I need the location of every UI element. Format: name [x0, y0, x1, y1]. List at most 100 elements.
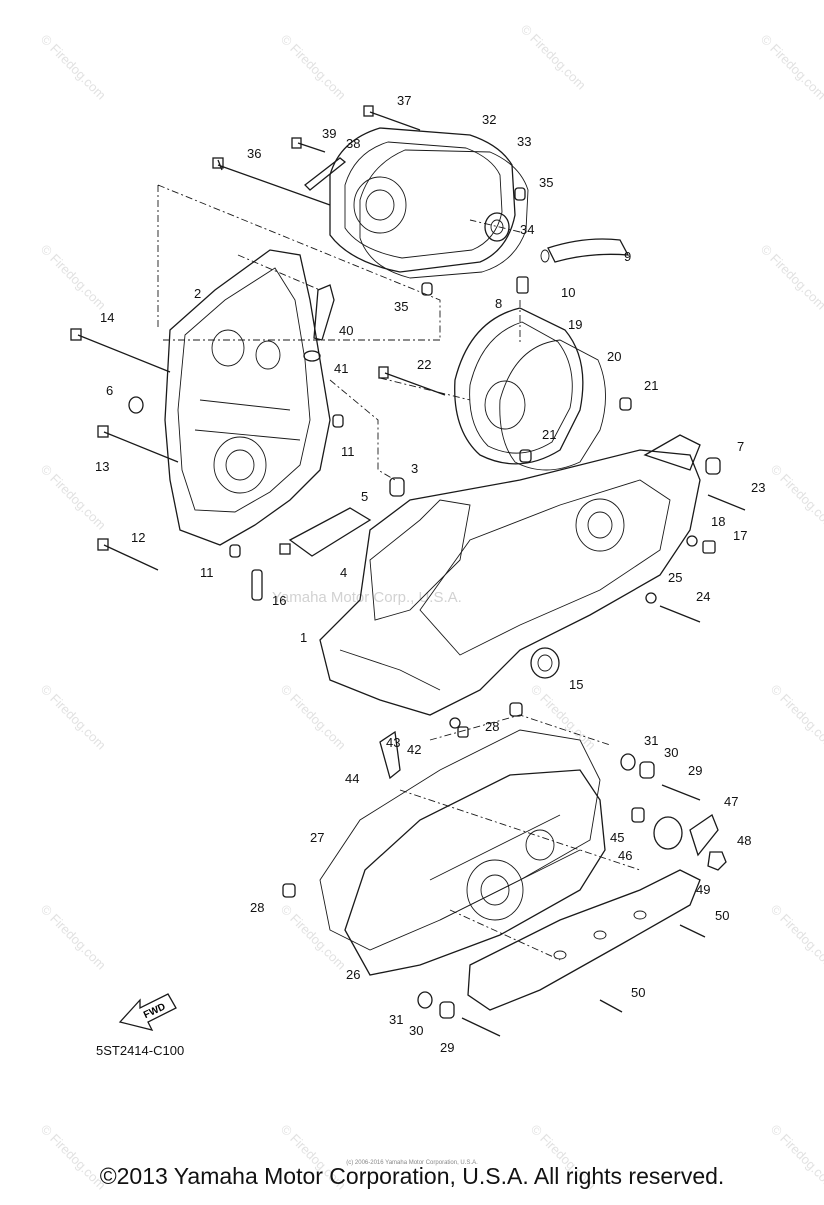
bracket-38: [304, 157, 347, 191]
cover-26: [344, 769, 606, 976]
callout-c46: 46: [618, 848, 632, 863]
callout-c5: 5: [361, 489, 368, 504]
bearing-bore: [255, 340, 281, 370]
gasket-outline: [499, 339, 606, 471]
bolt-22-head: [378, 366, 389, 379]
case-outline: [319, 449, 701, 716]
cover-outline: [344, 769, 606, 976]
case-inner: [177, 267, 311, 513]
collar-3: [389, 477, 405, 497]
shield-vent: [633, 910, 647, 920]
oil-seal-15: [530, 647, 560, 679]
callout-c47: 47: [724, 794, 738, 809]
callout-c45: 45: [610, 830, 624, 845]
callout-c14: 14: [100, 310, 114, 325]
callout-c34: 34: [520, 222, 534, 237]
callout-c1: 1: [300, 630, 307, 645]
screw-50: [679, 924, 706, 938]
watermark-text: © Firedog.com: [768, 902, 824, 973]
callout-c35b: 35: [394, 299, 408, 314]
heat-shield-49: [467, 869, 706, 1013]
callout-c35a: 35: [539, 175, 553, 190]
case-outline: [164, 249, 331, 546]
callout-c29a: 29: [688, 763, 702, 778]
long-bolts-left: [70, 328, 344, 601]
alignment-line: [329, 379, 396, 481]
pulley-bore: [575, 498, 625, 552]
watermark-text: © Firedog.com: [768, 682, 824, 753]
pulley-bore-inner: [587, 511, 613, 539]
gasket-outline: [359, 149, 529, 279]
washer-31: [620, 753, 636, 771]
drawing-code: 5ST2414-C100: [96, 1043, 185, 1058]
callout-c50a: 50: [715, 908, 729, 923]
callout-c33: 33: [517, 134, 531, 149]
hose-outline: [547, 238, 630, 263]
callout-c41: 41: [334, 361, 348, 376]
ring-46: [653, 816, 683, 850]
callout-c48: 48: [737, 833, 751, 848]
callout-c7: 7: [737, 439, 744, 454]
bolt-24: [659, 605, 701, 623]
oil-seal-15-inner: [537, 654, 553, 672]
watermark-text: © Firedog.com: [768, 462, 824, 533]
callout-c21a: 21: [644, 378, 658, 393]
pin-16: [251, 569, 263, 601]
dowel-pin: [421, 282, 433, 296]
case-rib: [339, 649, 441, 691]
watermark-text: © Firedog.com: [278, 682, 349, 753]
callout-c8: 8: [495, 296, 502, 311]
callout-c42: 42: [407, 742, 421, 757]
seal-outer: [484, 212, 510, 242]
callout-c43: 43: [386, 735, 400, 750]
bearing-bore: [211, 329, 245, 367]
callout-c38: 38: [346, 136, 360, 151]
cover-boss: [525, 829, 555, 861]
callout-c3: 3: [411, 461, 418, 476]
bracket-4: [279, 477, 405, 557]
callout-c12: 12: [131, 530, 145, 545]
watermark-text: © Firedog.com: [518, 22, 589, 93]
cover-inner: [344, 141, 503, 259]
bolt-29: [661, 784, 701, 801]
callout-c28b: 28: [250, 900, 264, 915]
callout-c16: 16: [272, 593, 286, 608]
alignment-line: [237, 254, 321, 291]
washer-6: [128, 396, 144, 414]
watermark-text: © Firedog.com: [278, 32, 349, 103]
gasket-20: [499, 339, 606, 471]
cover-boss: [353, 176, 407, 234]
seal-inner: [490, 219, 504, 235]
watermark-text: © Firedog.com: [38, 682, 109, 753]
nut-48: [707, 851, 727, 871]
fitting-40: [303, 284, 335, 362]
bracket-bolt: [279, 543, 291, 555]
callout-c10: 10: [561, 285, 575, 300]
callout-c50b: 50: [631, 985, 645, 1000]
dowel-28: [282, 883, 296, 898]
watermark-text: © Firedog.com: [38, 902, 109, 973]
bolt-14: [77, 334, 171, 373]
washer-18: [686, 535, 698, 547]
center-watermark: Yamaha Motor Corp., U.S.A.: [272, 589, 462, 606]
cylinder-mount: [369, 499, 471, 621]
case-rib: [194, 399, 301, 441]
dowel-28: [509, 702, 523, 717]
watermark-text: © Firedog.com: [278, 902, 349, 973]
bolt-17: [702, 540, 716, 554]
callout-c20: 20: [607, 349, 621, 364]
watermark-text: © Firedog.com: [38, 242, 109, 313]
callout-c22: 22: [417, 357, 431, 372]
callout-c6: 6: [106, 383, 113, 398]
alignment-line: [379, 377, 471, 401]
callout-c39: 39: [322, 126, 336, 141]
gasket-27: [319, 729, 601, 951]
dowel-pin: [514, 187, 526, 201]
callout-c11b: 11: [200, 565, 214, 580]
watermark-text: © Firedog.com: [758, 242, 824, 313]
callout-c30a: 30: [664, 745, 678, 760]
washer-43: [449, 717, 461, 729]
copyright-notice: ©2013 Yamaha Motor Corporation, U.S.A. A…: [99, 1163, 725, 1189]
callout-c4: 4: [340, 565, 347, 580]
